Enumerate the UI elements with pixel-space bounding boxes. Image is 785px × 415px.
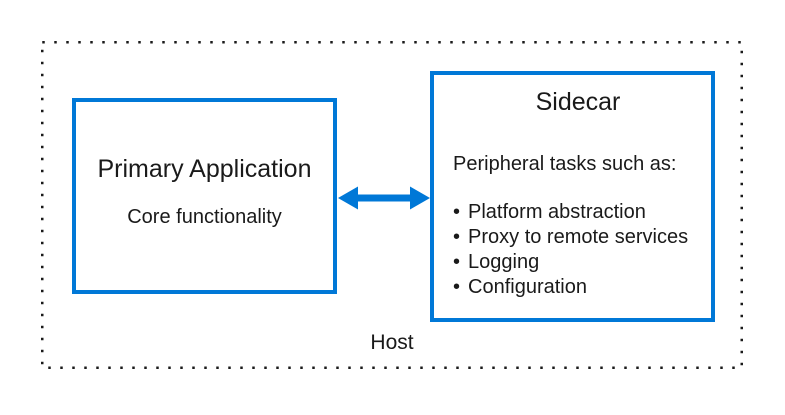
sidecar-task-item: Logging xyxy=(453,250,703,275)
sidecar-box: Sidecar Peripheral tasks such as: Platfo… xyxy=(430,71,715,322)
primary-application-subtitle: Core functionality xyxy=(127,206,282,228)
host-label: Host xyxy=(370,331,414,354)
sidecar-task-list: Platform abstraction Proxy to remote ser… xyxy=(453,200,703,300)
primary-application-title: Primary Application xyxy=(97,155,312,183)
host-boundary-border xyxy=(41,41,743,369)
bidirectional-arrow-icon xyxy=(338,186,430,210)
arrow-shape xyxy=(338,186,430,210)
sidecar-intro-text: Peripheral tasks such as: xyxy=(453,153,677,175)
sidecar-task-item: Platform abstraction xyxy=(453,200,703,225)
sidecar-task-item: Proxy to remote services xyxy=(453,225,703,250)
host-boundary-rect xyxy=(41,41,743,369)
sidecar-title: Sidecar xyxy=(535,88,621,116)
sidecar-task-item: Configuration xyxy=(453,275,703,300)
primary-application-box: Primary Application Core functionality xyxy=(72,98,337,294)
